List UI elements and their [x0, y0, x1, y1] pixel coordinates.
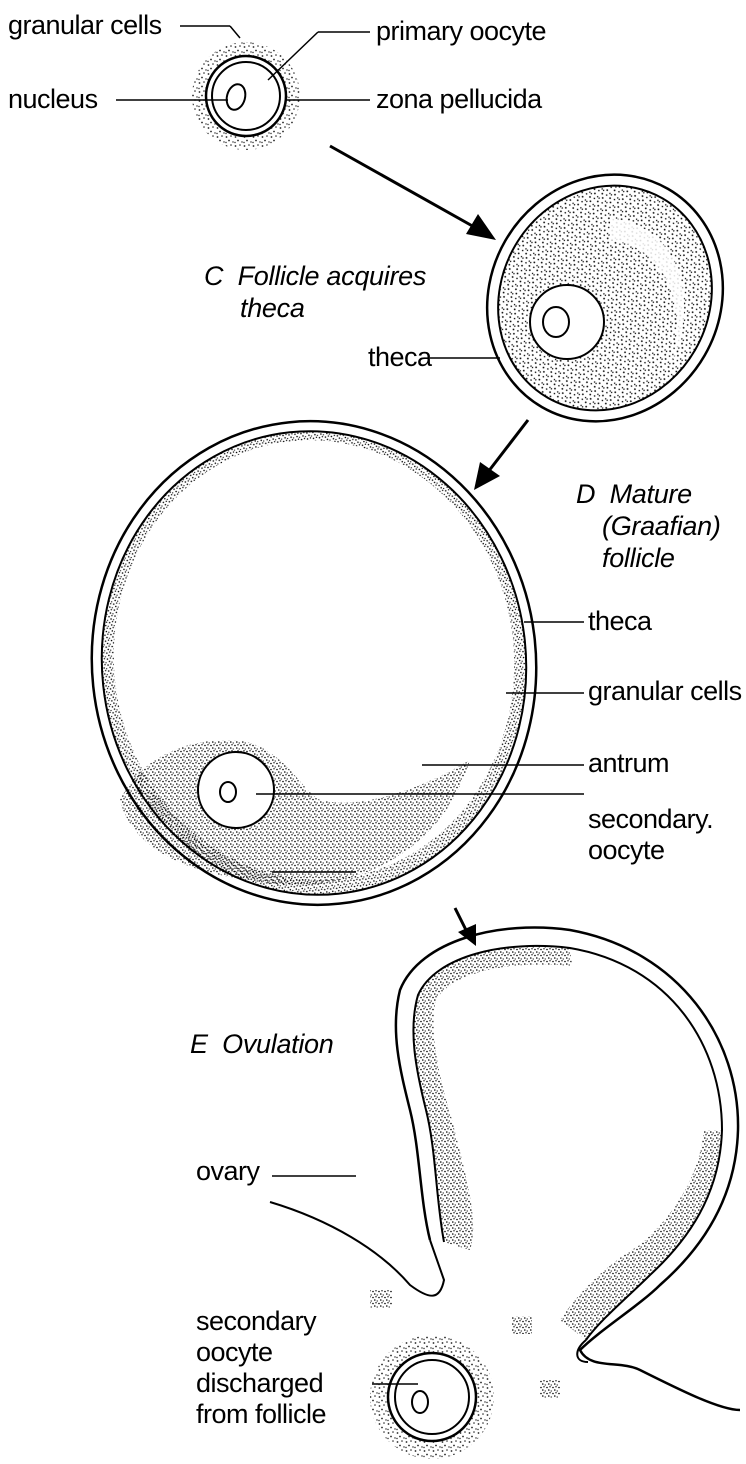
- caption-c-letter: C: [204, 261, 223, 291]
- discharged-line3: discharged: [196, 1368, 326, 1399]
- label-granular-cells-b: granular cells: [8, 12, 162, 39]
- label-zona-pellucida: zona pellucida: [376, 86, 542, 113]
- caption-d-line3: follicle: [576, 543, 675, 573]
- caption-e-text: Ovulation: [222, 1029, 333, 1059]
- label-secondary-oocyte-d: secondary. oocyte: [588, 804, 713, 866]
- caption-c-line1: Follicle acquires: [238, 261, 426, 291]
- label-theca-c: theca: [368, 344, 432, 371]
- label-discharged-oocyte: secondary oocyte discharged from follicl…: [196, 1306, 326, 1430]
- caption-d-line1: Mature: [610, 479, 692, 509]
- discharged-line1: secondary: [196, 1306, 326, 1337]
- label-granular-cells-d: granular cells: [588, 678, 742, 705]
- label-nucleus: nucleus: [8, 86, 98, 113]
- caption-stage-d: D Mature (Graafian) follicle: [576, 478, 721, 574]
- arrow-b-to-c: [330, 146, 496, 240]
- discharged-line2: oocyte: [196, 1337, 326, 1368]
- caption-c-line2: theca: [204, 293, 305, 323]
- caption-stage-c: C Follicle acquires theca: [204, 260, 426, 324]
- caption-d-line2: (Graafian): [576, 511, 721, 541]
- secondary-oocyte-d-line2: oocyte: [588, 835, 713, 866]
- label-primary-oocyte: primary oocyte: [376, 18, 546, 45]
- label-ovary: ovary: [196, 1158, 260, 1185]
- label-theca-d: theca: [588, 608, 652, 635]
- ovulating-follicle: [270, 928, 740, 1460]
- caption-e-letter: E: [190, 1029, 208, 1059]
- caption-d-letter: D: [576, 479, 595, 509]
- arrow-c-to-d: [474, 420, 528, 490]
- discharged-line4: from follicle: [196, 1399, 326, 1430]
- primary-follicle: [192, 42, 300, 150]
- secondary-oocyte-d-line1: secondary.: [588, 804, 713, 835]
- label-antrum: antrum: [588, 750, 669, 777]
- caption-stage-e: E Ovulation: [190, 1028, 334, 1060]
- theca-follicle: [430, 131, 746, 464]
